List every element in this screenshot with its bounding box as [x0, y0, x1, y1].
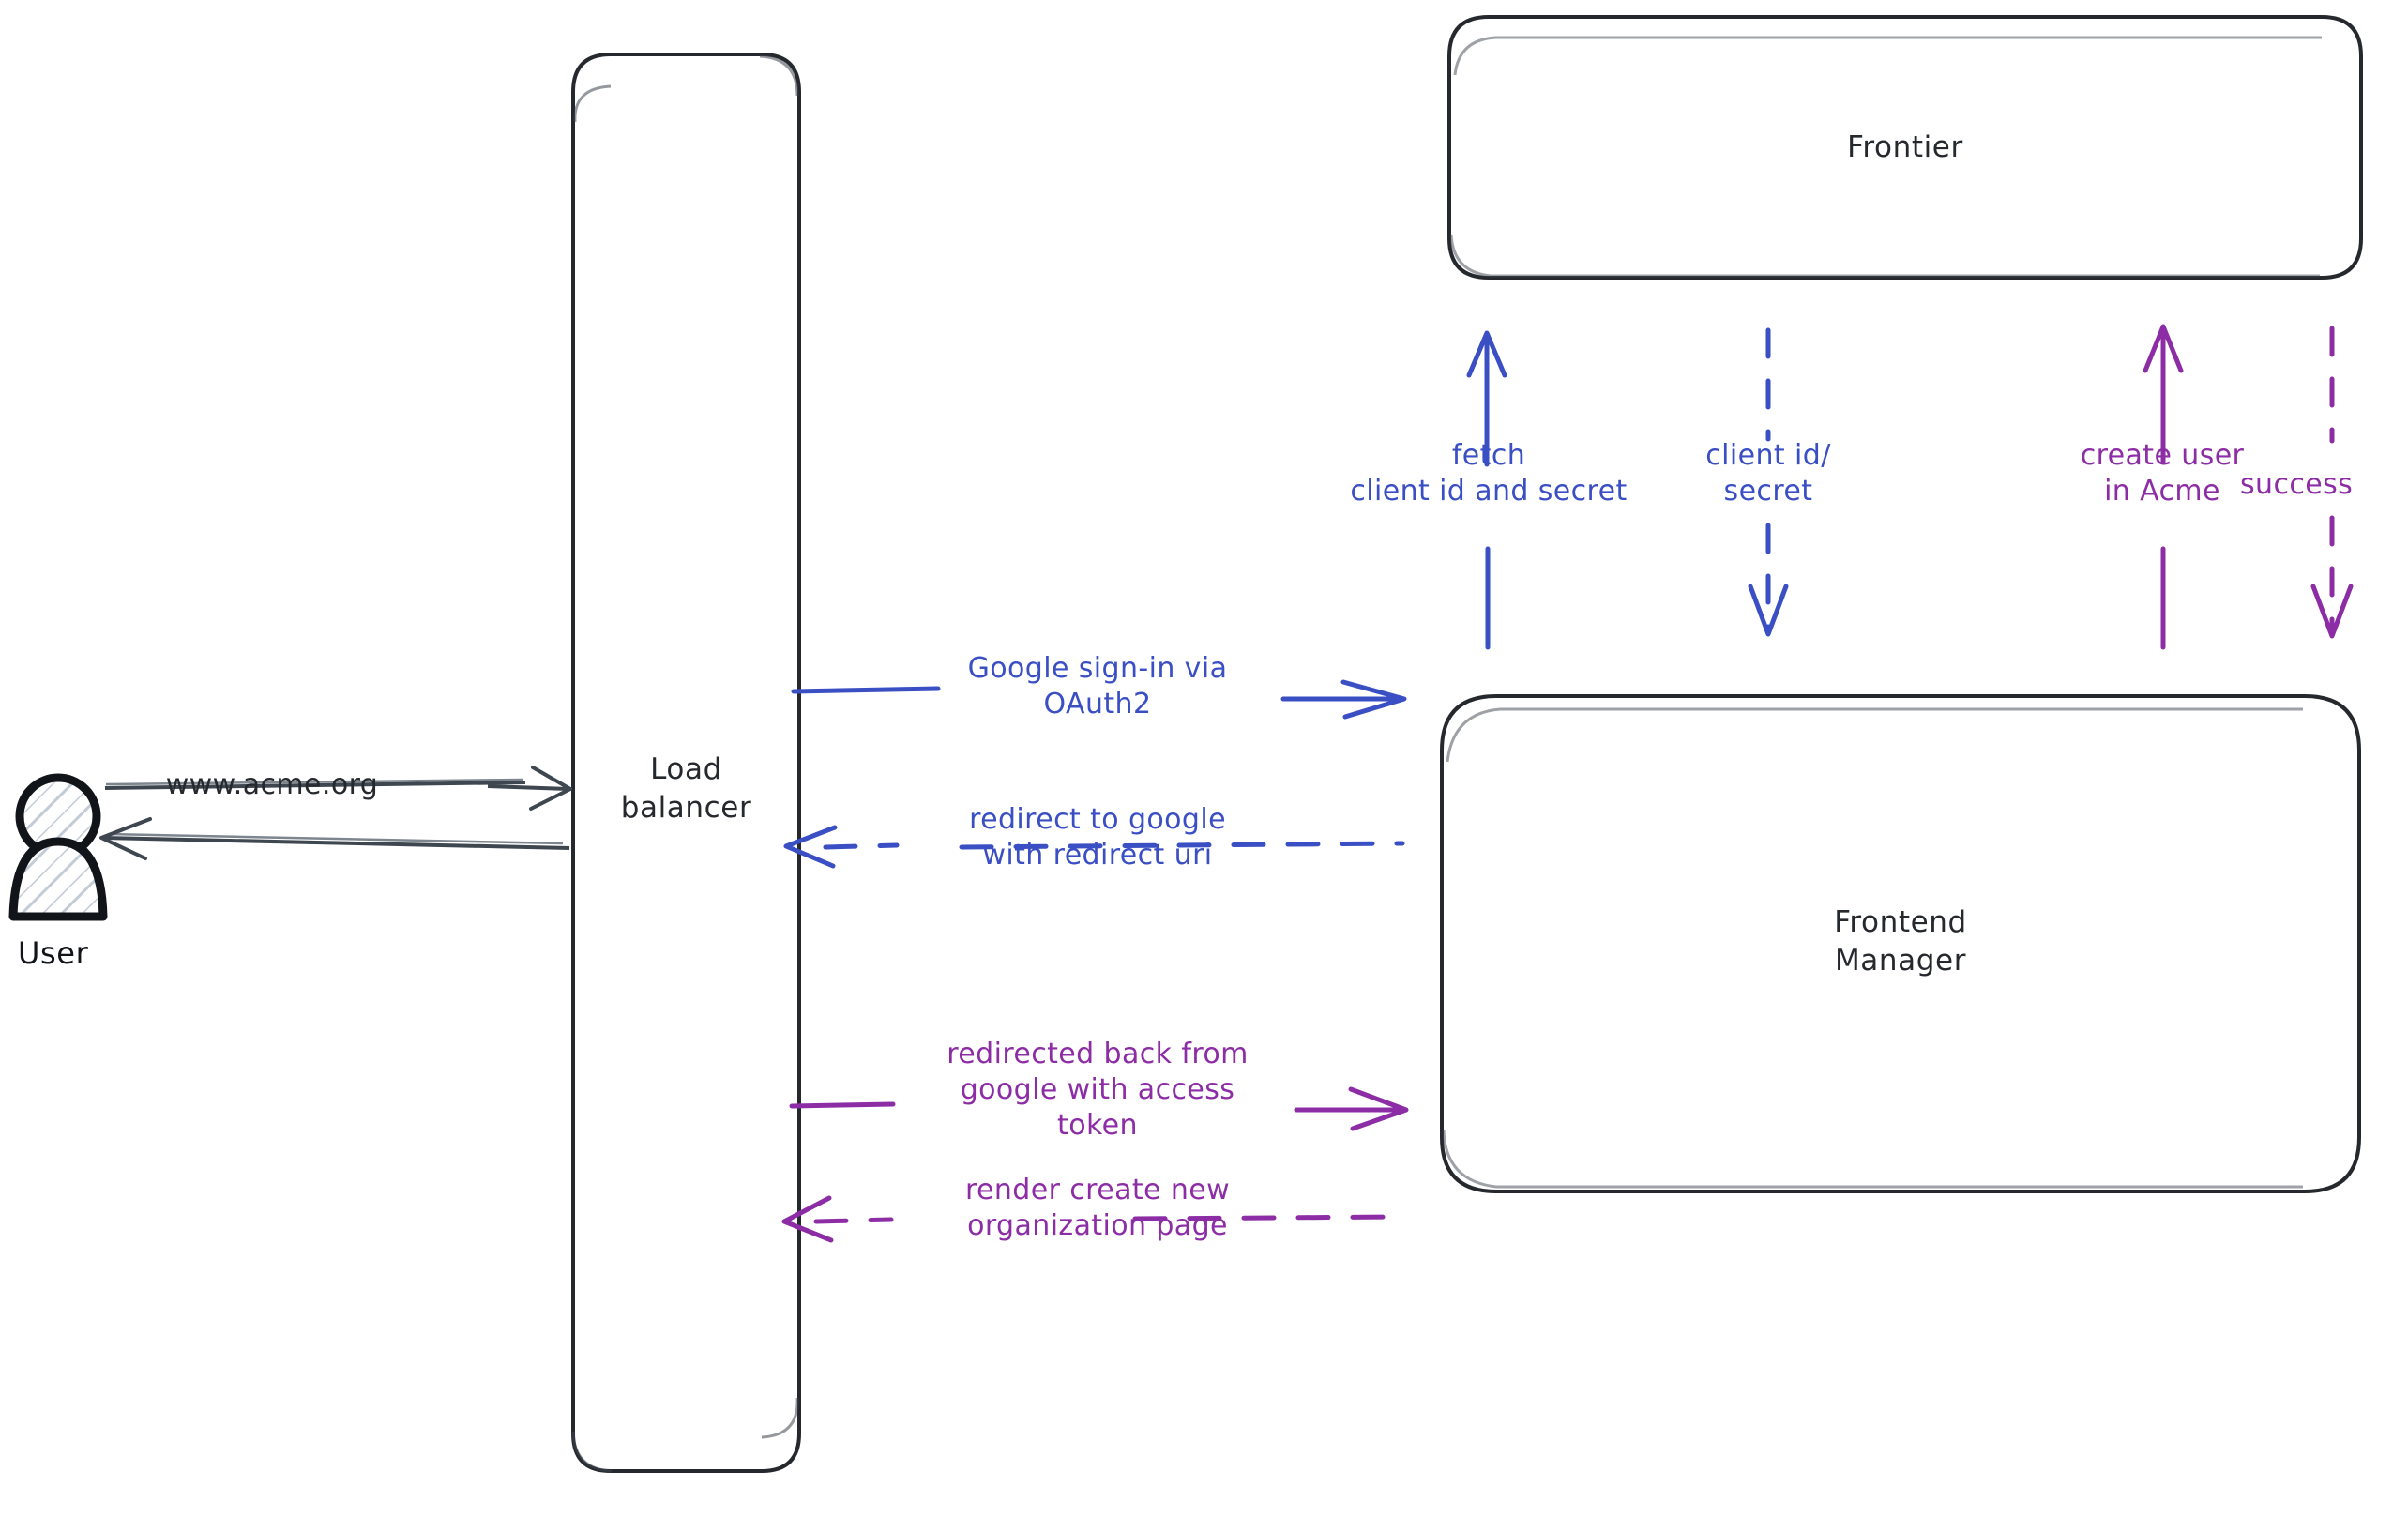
edge-label-www-acme-org: www.acme.org	[165, 768, 379, 801]
edge-label-create-user-in-acme: create user in Acme	[2080, 439, 2245, 508]
edge-label-client-id-secret: client id/ secret	[1705, 439, 1831, 508]
edge-lb-to-fm-signin	[791, 679, 1407, 720]
node-label-load-balancer: Load balancer	[620, 752, 752, 825]
actor-name-user: User	[18, 935, 89, 971]
edge-fm-to-lb-render	[781, 1195, 1406, 1243]
edge-label-fetch-client-id: fetch client id and secret	[1350, 439, 1628, 508]
edge-lb-to-user	[99, 817, 570, 860]
edge-fm-to-lb-redirect	[783, 825, 1405, 869]
edge-label-render-create-org: render create new organization page	[964, 1174, 1231, 1242]
node-load-balancer-shape[interactable]	[571, 53, 801, 1473]
node-frontier-shape[interactable]	[1447, 15, 2363, 280]
node-label-frontend-manager: Frontend Manager	[1834, 905, 1967, 978]
edge-label-redirected-back: redirected back from google with access …	[947, 1038, 1249, 1142]
edge-frontier-to-fm-success	[2310, 326, 2354, 639]
user-actor-icon[interactable]	[8, 773, 108, 921]
node-frontend-manager-shape[interactable]	[1440, 694, 2361, 1193]
edge-label-google-signin: Google sign-in via OAuth2	[967, 652, 1228, 720]
edge-frontier-to-fm-clientid	[1748, 327, 1789, 637]
edge-user-to-lb	[104, 766, 572, 811]
edge-fm-to-frontier-fetch	[1466, 330, 1507, 650]
node-label-frontier: Frontier	[1847, 130, 1963, 164]
edge-fm-to-frontier-createuser	[2143, 324, 2184, 650]
edge-label-redirect-to-google: redirect to google with redirect uri	[969, 803, 1226, 872]
edge-lb-to-fm-token	[789, 1086, 1409, 1131]
edge-label-success: success	[2240, 468, 2354, 501]
